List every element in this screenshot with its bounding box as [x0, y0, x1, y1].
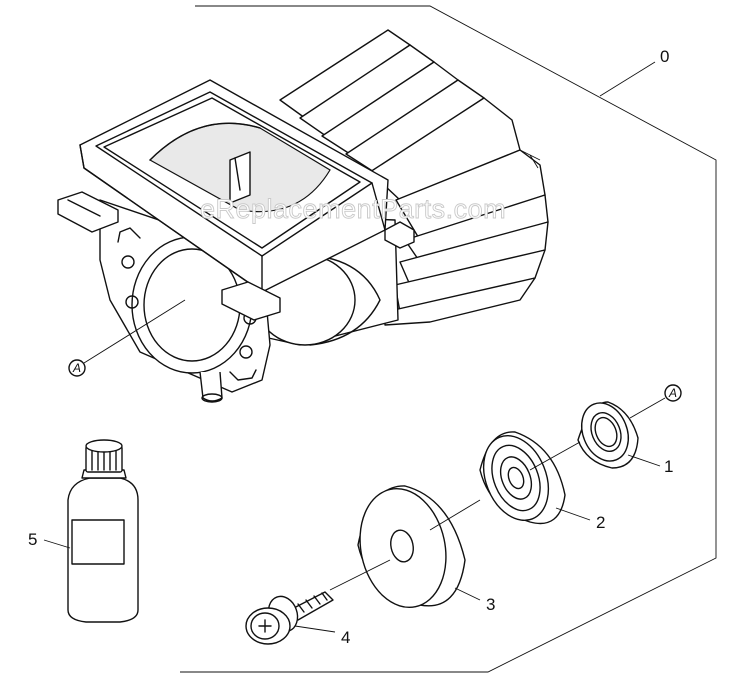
leader-housing-a — [83, 299, 186, 364]
assembly-bracket — [180, 5, 717, 673]
watermark: eReplacementParts.com — [200, 194, 506, 224]
leader-bearing — [555, 507, 591, 521]
leader-seal-a — [629, 397, 666, 419]
leader-assembly — [599, 61, 656, 97]
label-bottle: 5 — [28, 530, 37, 549]
pump-housing: A — [57, 29, 549, 403]
hex-screw — [245, 559, 391, 645]
cooling-fins — [279, 29, 549, 326]
label-screw: 4 — [341, 628, 350, 647]
leader-screw — [294, 625, 336, 633]
shaft-seal: A — [577, 384, 682, 469]
callout-housing-a: A — [72, 361, 81, 375]
label-bearing: 2 — [596, 513, 605, 532]
leader-seal — [627, 454, 661, 467]
ball-bearing — [479, 431, 591, 525]
oil-bottle — [43, 439, 139, 623]
leader-disc — [454, 587, 481, 601]
callout-housing-a-circle — [68, 359, 86, 377]
mount-tab-left — [57, 191, 119, 233]
callout-seal-a-circle — [664, 384, 682, 402]
label-seal: 1 — [664, 457, 673, 476]
label-disc: 3 — [486, 595, 495, 614]
mount-tab-right — [221, 281, 281, 321]
callout-seal-a: A — [668, 386, 677, 400]
label-assembly: 0 — [660, 47, 669, 66]
bottle-label — [71, 519, 125, 565]
eccentric-disc — [357, 441, 581, 609]
mount-tab-back — [384, 221, 415, 249]
leader-bottle — [43, 539, 71, 549]
